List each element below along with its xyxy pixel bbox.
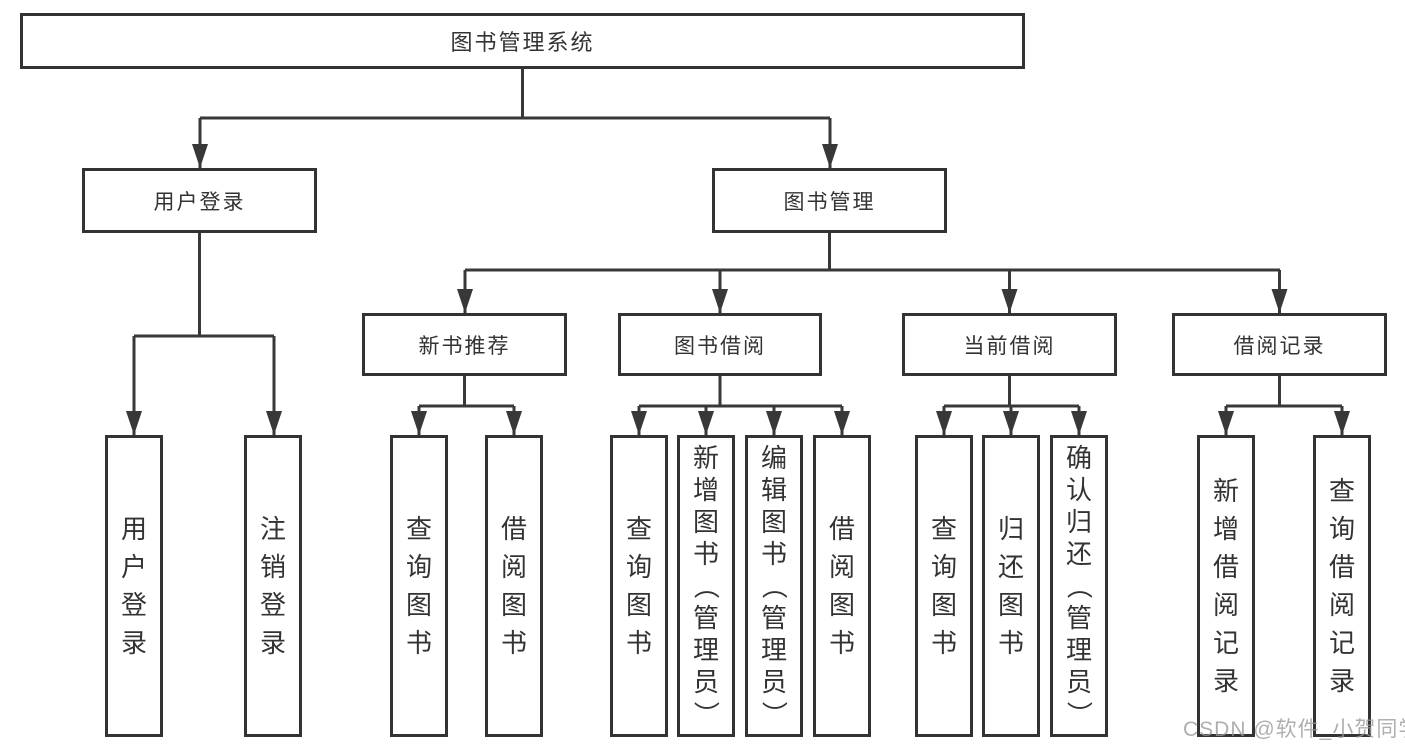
leaf-logout: 注销登录 <box>244 435 302 737</box>
leaf-borrow-borrow-book-label: 借阅图书 <box>828 514 855 658</box>
node-current-borrow-label: 当前借阅 <box>963 334 1056 358</box>
leaf-borrow-search-label: 查询图书 <box>625 514 652 658</box>
leaf-current-return: 归还图书 <box>982 435 1040 737</box>
leaf-user-login: 用户登录 <box>105 435 163 737</box>
node-root: 图书管理系统 <box>20 13 1025 69</box>
leaf-current-return-label: 归还图书 <box>997 514 1024 658</box>
leaf-user-login-label: 用户登录 <box>120 514 147 658</box>
leaf-record-add: 新增借阅记录 <box>1197 435 1255 737</box>
node-book-borrow-label: 图书借阅 <box>674 334 766 358</box>
leaf-record-search-label: 查询借阅记录 <box>1328 476 1355 696</box>
node-new-book-recommend: 新书推荐 <box>362 313 567 376</box>
leaf-newbook-search: 查询图书 <box>390 435 448 737</box>
leaf-borrow-add-book: 新增图书（管理员） <box>677 435 735 737</box>
node-book-management: 图书管理 <box>712 168 947 233</box>
node-user-login: 用户登录 <box>82 168 317 233</box>
connector-arrows <box>126 118 1350 435</box>
node-current-borrow: 当前借阅 <box>902 313 1117 376</box>
leaf-borrow-search: 查询图书 <box>610 435 668 737</box>
node-new-book-recommend-label: 新书推荐 <box>418 334 511 358</box>
leaf-newbook-search-label: 查询图书 <box>405 514 432 658</box>
leaf-borrow-edit-book: 编辑图书（管理员） <box>745 435 803 737</box>
node-borrow-record-label: 借阅记录 <box>1233 334 1326 358</box>
leaf-logout-label: 注销登录 <box>259 514 286 658</box>
connector-rails <box>134 69 1342 408</box>
node-book-borrow: 图书借阅 <box>618 313 822 376</box>
node-book-management-label: 图书管理 <box>783 190 876 214</box>
leaf-current-search-label: 查询图书 <box>930 514 957 658</box>
node-root-label: 图书管理系统 <box>450 30 595 55</box>
node-borrow-record: 借阅记录 <box>1172 313 1387 376</box>
leaf-current-confirm-return-label: 确认归还（管理员） <box>1063 443 1094 728</box>
leaf-borrow-borrow-book: 借阅图书 <box>813 435 871 737</box>
leaf-borrow-edit-book-label: 编辑图书（管理员） <box>758 443 789 728</box>
csdn-watermark: CSDN @软件_小贺同学 <box>1183 718 1405 741</box>
leaf-record-add-label: 新增借阅记录 <box>1212 476 1239 696</box>
leaf-current-confirm-return: 确认归还（管理员） <box>1050 435 1108 737</box>
leaf-borrow-add-book-label: 新增图书（管理员） <box>690 443 721 728</box>
leaf-current-search: 查询图书 <box>915 435 973 737</box>
leaf-newbook-borrow-label: 借阅图书 <box>500 514 527 658</box>
node-user-login-label: 用户登录 <box>153 190 246 214</box>
leaf-record-search: 查询借阅记录 <box>1313 435 1371 737</box>
leaf-newbook-borrow: 借阅图书 <box>485 435 543 737</box>
